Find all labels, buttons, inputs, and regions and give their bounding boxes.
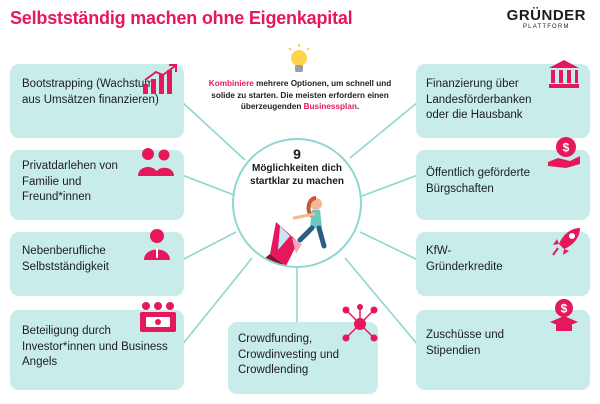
gruender-plattform-logo: GRÜNDER PLATTFORM: [507, 8, 586, 31]
option-bootstrapping-label: Bootstrapping (Wachstum aus Umsätzen fin…: [22, 78, 159, 106]
logo-line-2: PLATTFORM: [522, 24, 570, 30]
option-privatdarlehen: Privatdarlehen von Familie und Freund*in…: [10, 150, 184, 220]
option-crowdfunding-label: Crowdfunding, Crowdinvesting und Crowdle…: [238, 333, 340, 376]
center-text: Möglichkeiten dich startklar zu machen: [250, 163, 344, 187]
intro-highlight-start: Kombiniere: [208, 79, 254, 88]
money-hand-icon: $: [548, 137, 580, 168]
rocket-icon: [552, 228, 580, 256]
svg-text:$: $: [561, 302, 568, 316]
investors-icon: [140, 302, 176, 332]
graduation-money-icon: $: [550, 299, 578, 331]
center-number: 9: [293, 146, 301, 162]
option-kfw: KfW-Gründerkredite: [416, 232, 590, 296]
option-kfw-label: KfW-Gründerkredite: [426, 245, 503, 273]
family-icon: [138, 148, 174, 176]
intro-highlight-end: Businessplan: [303, 102, 357, 111]
page-title: Selbstständig machen ohne Eigenkapital: [10, 8, 353, 28]
logo-line-1: GRÜNDER: [506, 7, 586, 24]
growth-chart-icon: [143, 64, 177, 94]
option-zuschuesse-label: Zuschüsse und Stipendien: [426, 329, 504, 357]
rocket-rider-illustration: [260, 196, 327, 266]
intro-text-mid: mehrere Optionen, um schnell und solide …: [211, 79, 392, 111]
svg-text:$: $: [563, 141, 570, 155]
person-icon: [144, 229, 170, 260]
crowd-network-icon: [342, 304, 378, 342]
option-nebenberuflich-label: Nebenberufliche Selbstständigkeit: [22, 245, 109, 273]
intro-text: Kombiniere mehrere Optionen, um schnell …: [196, 78, 404, 113]
bank-icon: [549, 60, 579, 88]
intro-text-end: .: [356, 102, 360, 111]
center-circle: 9 Möglichkeiten dich startklar zu machen: [232, 138, 362, 268]
option-beteiligung-label: Beteiligung durch Investor*innen und Bus…: [22, 325, 168, 368]
option-crowdfunding: Crowdfunding, Crowdinvesting und Crowdle…: [228, 322, 378, 394]
option-bootstrapping: Bootstrapping (Wachstum aus Umsätzen fin…: [10, 64, 184, 138]
option-foerderbanken-label: Finanzierung über Landesförderbanken ode…: [426, 78, 532, 121]
option-buergschaften-label: Öffentlich geförderte Bürgschaften: [426, 167, 530, 195]
option-privatdarlehen-label: Privatdarlehen von Familie und Freund*in…: [22, 160, 118, 203]
lightbulb-icon: [288, 44, 310, 72]
